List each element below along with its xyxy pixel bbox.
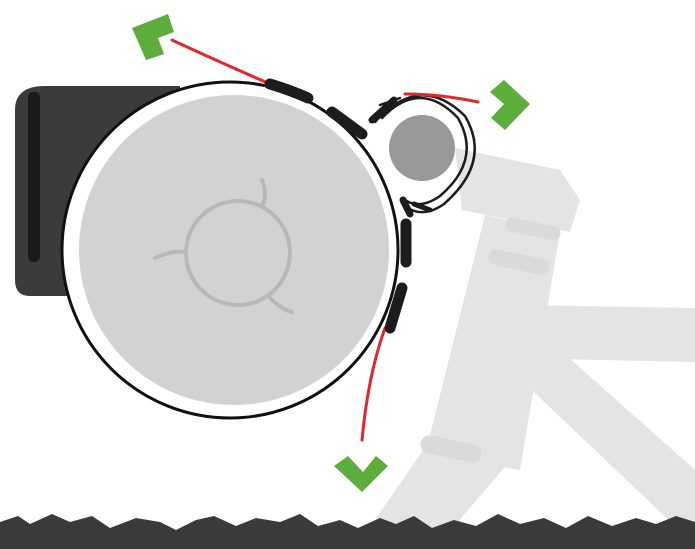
- bicycle-frame: [355, 148, 695, 549]
- stem-clamp: [505, 217, 561, 241]
- handlebar: [389, 115, 455, 181]
- red-cables: [170, 38, 480, 442]
- drum-face: [79, 95, 389, 405]
- sleeve-loop-bottom2: [411, 201, 433, 213]
- drum: [60, 80, 400, 420]
- drum-hub: [153, 178, 294, 314]
- sleeve-upper-right: [326, 106, 368, 140]
- bag-strap: [28, 92, 40, 262]
- top-tube: [510, 305, 695, 362]
- headset-ring-top: [488, 249, 550, 275]
- direction-arrows: [132, 14, 530, 492]
- sleeve-lower-right: [384, 282, 408, 334]
- chevron-down-icon: [334, 456, 388, 492]
- sleeve-loop-top: [368, 96, 398, 124]
- ground: [0, 514, 695, 549]
- handlebar-tube: [389, 115, 455, 181]
- chevron-up-left-icon: [132, 14, 174, 60]
- chevron-right-icon: [490, 80, 530, 130]
- sleeve-loop-bottom: [399, 196, 414, 218]
- stem: [455, 148, 580, 232]
- red-cable-right: [403, 92, 480, 104]
- cable-sleeves: [264, 78, 433, 334]
- red-cable-bottom: [360, 326, 387, 442]
- head-tube: [425, 215, 560, 470]
- red-cable-top: [170, 38, 272, 86]
- headset-ring-bottom: [420, 435, 482, 463]
- down-tube: [500, 350, 695, 545]
- sleeve-top: [264, 78, 314, 104]
- fork: [355, 440, 515, 549]
